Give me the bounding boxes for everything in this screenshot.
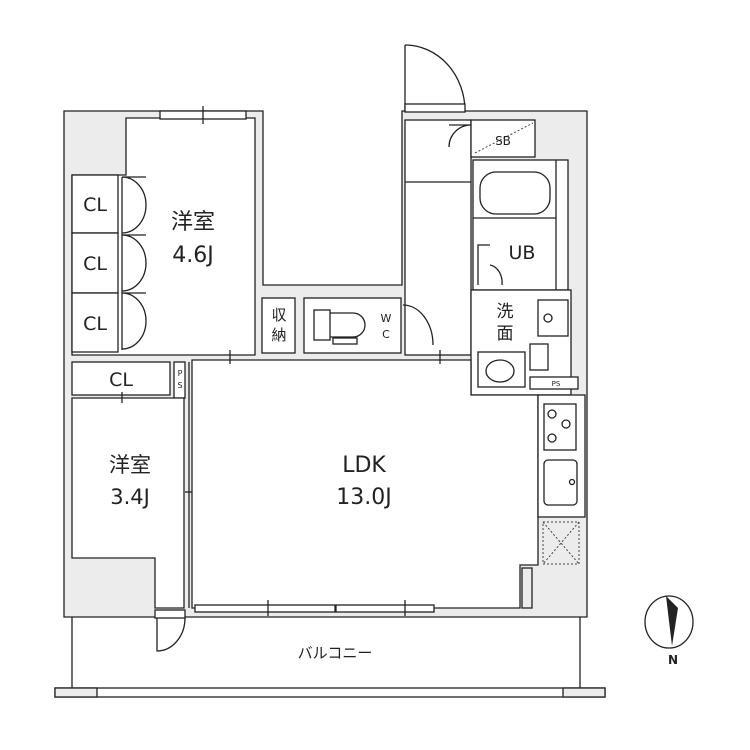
storage-label-2: 納 [271,326,286,344]
ldk-area [191,359,539,609]
balcony-door[interactable] [154,609,186,652]
bedroom2-size: 3.4J [110,485,150,509]
ldk-size: 13.0J [336,485,391,510]
ldk-name: LDK [342,453,386,478]
closet-3 [71,292,119,353]
closet-label-3: CL [83,313,107,335]
bedroom1-size: 4.6J [172,243,213,268]
bedroom2-name: 洋室 [109,453,151,477]
entrance-area [404,119,472,356]
bedroom2-area [71,397,185,609]
pipe-space-right [529,376,579,390]
sb-label: SB [495,134,511,148]
closet-4 [71,361,171,396]
ps-label-right: PS [552,380,561,388]
closet-label-4: CL [109,369,133,391]
balcony-windows[interactable] [194,600,435,616]
closet-1 [71,174,119,234]
toilet-room [303,297,402,354]
balcony-railing [54,687,606,698]
north-arrow-icon [644,595,694,649]
balcony-label: バルコニー [298,644,373,662]
balcony [71,617,581,688]
washroom-label-2: 面 [497,324,514,344]
storage [261,297,296,354]
compass-label: N [668,653,678,667]
ps-label-left-2: S [177,381,182,390]
closet-doors[interactable] [121,176,147,350]
toilet-door[interactable] [402,304,434,346]
kitchen-counter [537,394,586,518]
bedroom1-name: 洋室 [171,210,215,235]
stove-icon [543,403,577,451]
toilet-icon [313,309,366,345]
wash-basin [485,359,515,383]
entrance-door[interactable] [404,44,466,113]
wc-label-1: W [381,312,392,325]
closet-label-2: CL [83,253,107,275]
unit-bath [472,159,569,291]
fridge-space [542,521,580,565]
ps-label-left-1: P [178,369,183,378]
kitchen-sink-icon [543,459,578,506]
storage-label-1: 収 [271,306,286,324]
ub-label: UB [509,242,536,264]
wc-label-2: C [382,328,390,341]
closet-label-1: CL [83,194,107,216]
pipe-space-left [173,361,186,399]
washing-machine [537,299,569,337]
washroom-label-1: 洗 [497,302,514,322]
shoe-box [470,119,536,158]
